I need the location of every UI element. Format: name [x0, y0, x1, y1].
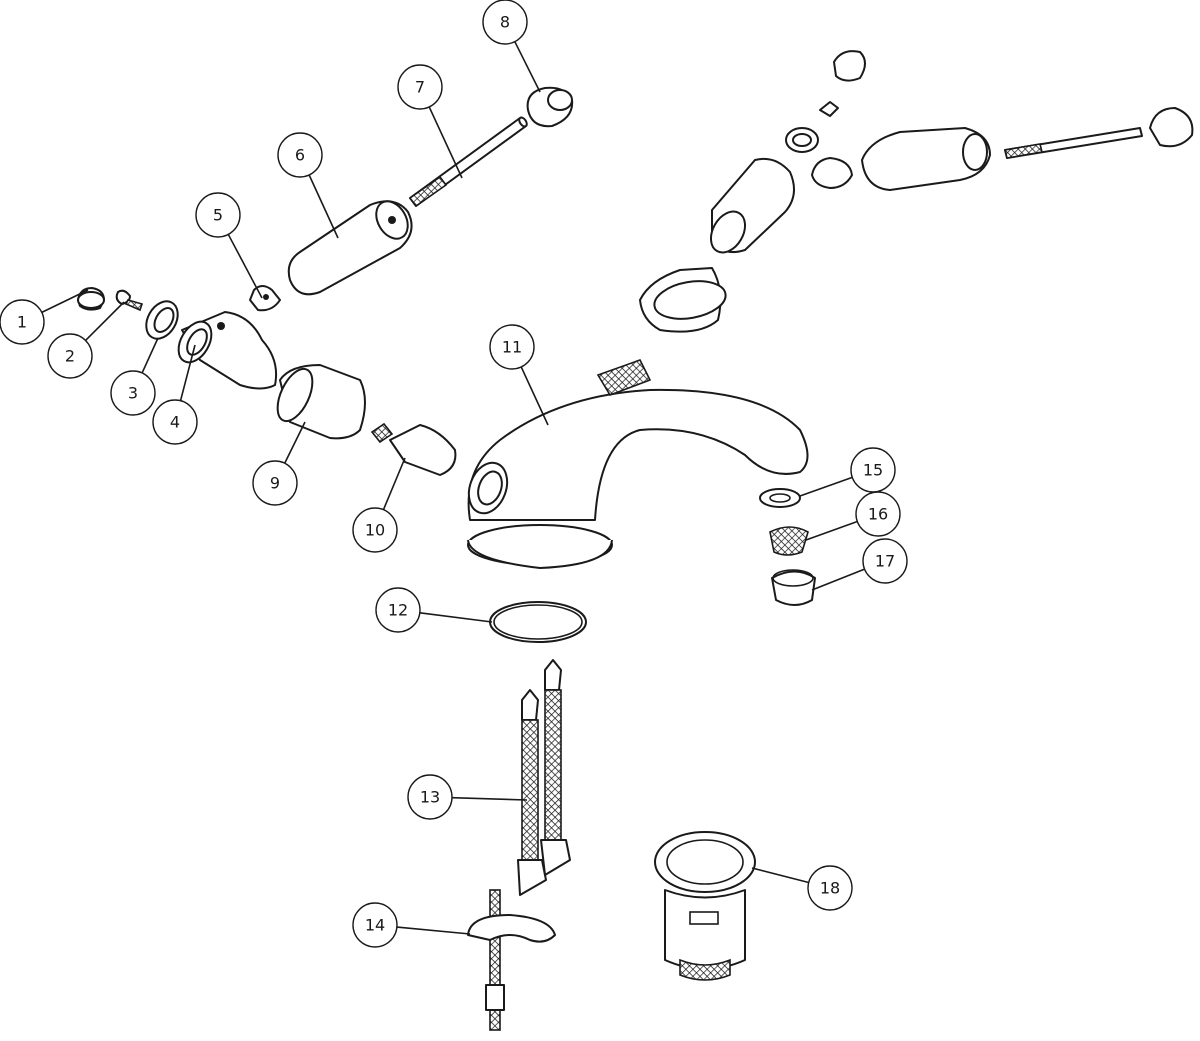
leader-line [419, 611, 493, 623]
callout-number: 1 [17, 313, 27, 332]
callout-circle [352, 507, 398, 553]
callout-number: 7 [415, 78, 425, 97]
callout-number: 6 [295, 146, 305, 165]
callout-11: 11 [489, 324, 549, 426]
part-17-aerator-housing [771, 569, 816, 606]
part-1-cap [77, 287, 105, 311]
callout-number: 4 [170, 413, 180, 432]
callout-number: 10 [365, 521, 385, 540]
callout-number: 9 [270, 474, 280, 493]
leader-line [751, 867, 809, 884]
callout-10: 10 [352, 457, 406, 553]
callout-18: 18 [751, 865, 853, 911]
callout-number: 14 [365, 916, 385, 935]
leader-line [428, 106, 463, 179]
callout-7: 7 [397, 64, 463, 179]
callout-circle [807, 865, 853, 911]
callout-circle [489, 324, 535, 370]
callout-15: 15 [799, 447, 896, 497]
part-16-aerator-insert [769, 526, 809, 556]
callout-circle [855, 491, 901, 537]
leader-line [811, 568, 865, 591]
leader-line [520, 366, 549, 426]
callout-1: 1 [0, 289, 89, 345]
part-9-sleeve [276, 364, 366, 440]
callout-number: 17 [875, 552, 895, 571]
leader-line [41, 289, 89, 314]
part-5-index-button [249, 285, 281, 312]
callout-16: 16 [805, 491, 901, 541]
callout-circle [110, 370, 156, 416]
part-18-waste-plug [654, 831, 756, 981]
callout-circle [195, 192, 241, 238]
callout-circle [277, 132, 323, 178]
callout-circle [407, 774, 453, 820]
callout-number: 16 [868, 505, 888, 524]
part-2-screw [115, 289, 144, 312]
callout-circle [0, 299, 45, 345]
callout-17: 17 [811, 538, 908, 591]
callout-6: 6 [277, 132, 339, 239]
callout-12: 12 [375, 587, 493, 633]
leader-line [799, 476, 853, 497]
part-12-base-seal [489, 601, 587, 643]
part-4-shroud [177, 311, 278, 390]
callout-circle [862, 538, 908, 584]
callout-number: 11 [502, 338, 522, 357]
part-14-fixing-kit [467, 889, 556, 1031]
part-6-lever-handle [287, 200, 413, 296]
callout-circle [252, 460, 298, 506]
leader-line [514, 41, 541, 93]
callout-4: 4 [152, 344, 198, 445]
callout-14: 14 [352, 902, 471, 948]
leader-line [84, 301, 125, 342]
leader-line [451, 796, 528, 801]
leader-line [141, 337, 159, 374]
leader-line [805, 520, 858, 541]
leader-line [283, 421, 306, 464]
callout-number: 8 [500, 13, 510, 32]
right-handle-parts [639, 50, 1194, 333]
leader-line [179, 344, 196, 401]
callout-number: 12 [388, 601, 408, 620]
callout-circle [47, 333, 93, 379]
callout-circle [152, 399, 198, 445]
part-3-washer [145, 300, 179, 340]
callout-number: 15 [863, 461, 883, 480]
callout-circle [397, 64, 443, 110]
callout-13: 13 [407, 774, 528, 820]
callout-number: 13 [420, 788, 440, 807]
callout-9: 9 [252, 421, 306, 506]
part-11-spout-body [467, 359, 809, 569]
part-15-washer [759, 488, 801, 508]
leader-line [396, 926, 471, 935]
callout-5: 5 [195, 192, 263, 299]
callout-number: 2 [65, 347, 75, 366]
part-13-flexible-hoses [517, 659, 571, 896]
callout-number: 5 [213, 206, 223, 225]
callout-number: 18 [820, 879, 840, 898]
part-10-cartridge [370, 422, 457, 476]
callout-circle [375, 587, 421, 633]
callout-2: 2 [47, 301, 125, 379]
callout-3: 3 [110, 337, 159, 416]
callout-circle [352, 902, 398, 948]
callout-8: 8 [482, 0, 541, 93]
part-8-knob [526, 86, 574, 128]
part-7-spindle [408, 116, 528, 208]
callout-circle [482, 0, 528, 45]
leader-line [227, 234, 263, 299]
leader-line [308, 174, 339, 239]
leader-line [382, 457, 406, 511]
callout-number: 3 [128, 384, 138, 403]
